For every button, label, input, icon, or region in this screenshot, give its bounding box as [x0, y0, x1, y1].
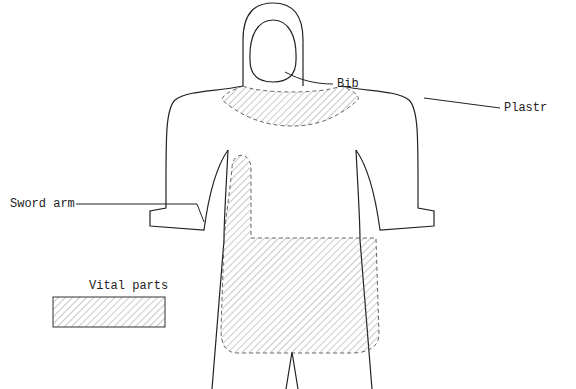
mask-face	[250, 20, 296, 82]
leader-line	[424, 98, 500, 108]
vital-region	[221, 155, 379, 353]
part-label: Plastr	[504, 101, 547, 115]
legend-label: Vital parts	[89, 279, 168, 293]
legend-swatch	[52, 296, 166, 328]
leader-line	[285, 72, 333, 84]
bib-region	[222, 86, 358, 126]
hood-outline	[243, 3, 303, 86]
crotch-line	[286, 352, 298, 389]
leader-line	[76, 204, 204, 222]
part-label: Sword arm	[10, 197, 75, 211]
part-label: Bib	[337, 77, 359, 91]
